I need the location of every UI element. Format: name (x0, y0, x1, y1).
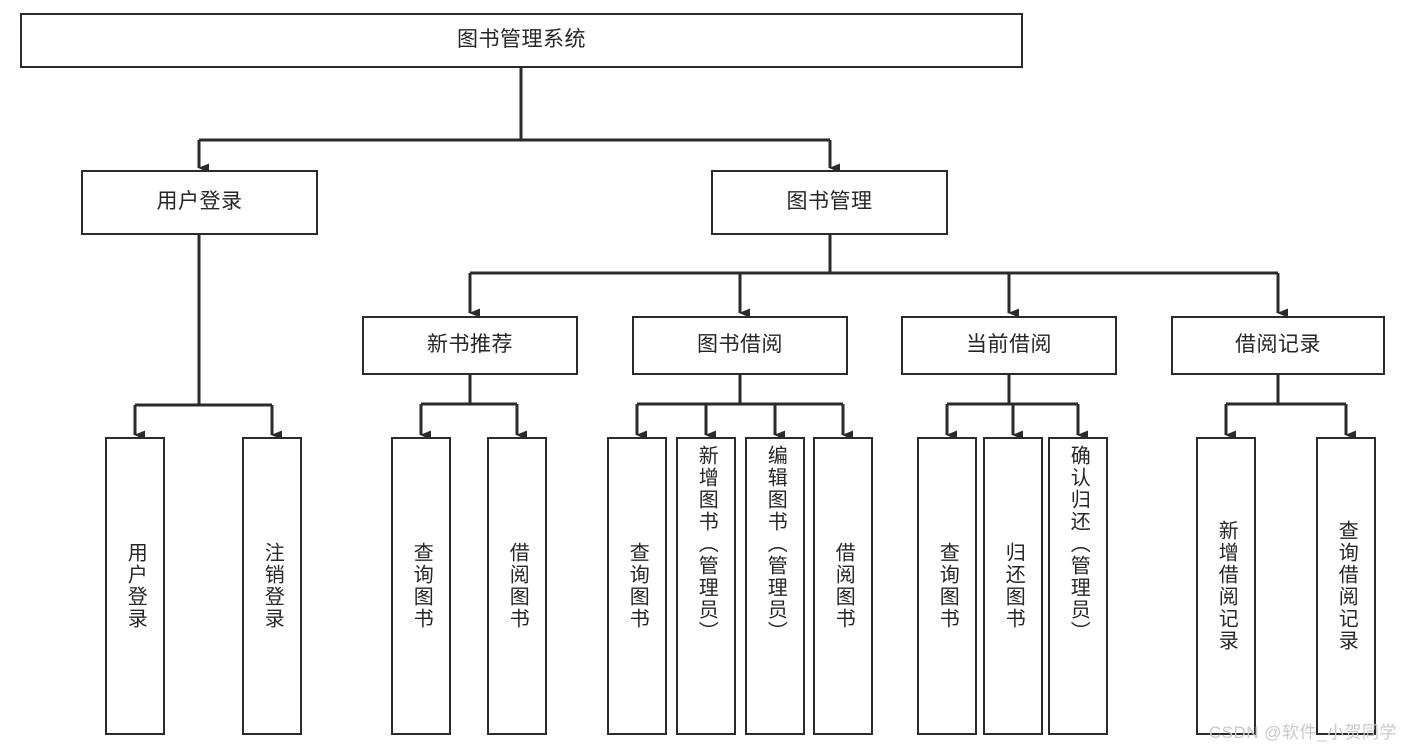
node-book-borrow[interactable]: 图书借阅 (632, 316, 848, 375)
node-book-borrow-label: 图书借阅 (697, 333, 783, 357)
node-root-label: 图书管理系统 (457, 28, 586, 52)
leaf-confirm-return-label: 确认归还（管理员） (1067, 445, 1090, 643)
node-book-manage[interactable]: 图书管理 (711, 170, 948, 235)
leaf-borrow-book-2[interactable]: 借阅图书 (813, 437, 873, 735)
leaf-return-book-label: 归还图书 (1002, 542, 1025, 630)
leaf-query-book-1[interactable]: 查询图书 (391, 437, 451, 735)
leaf-borrow-book-1[interactable]: 借阅图书 (487, 437, 547, 735)
leaf-query-borrow-record-label: 查询借阅记录 (1335, 520, 1358, 652)
node-current-borrow[interactable]: 当前借阅 (901, 316, 1117, 375)
leaf-add-book-label: 新增图书（管理员） (695, 445, 718, 643)
node-user-login[interactable]: 用户登录 (81, 170, 318, 235)
leaf-add-borrow-record-label: 新增借阅记录 (1215, 520, 1238, 652)
node-borrow-record[interactable]: 借阅记录 (1171, 316, 1385, 375)
leaf-edit-book-label: 编辑图书（管理员） (764, 445, 787, 643)
node-new-book-recommend[interactable]: 新书推荐 (362, 316, 578, 375)
leaf-borrow-book-2-label: 借阅图书 (832, 542, 855, 630)
node-borrow-record-label: 借阅记录 (1235, 333, 1321, 357)
leaf-query-book-2-label: 查询图书 (626, 542, 649, 630)
leaf-confirm-return[interactable]: 确认归还（管理员） (1048, 437, 1108, 735)
leaf-add-borrow-record[interactable]: 新增借阅记录 (1196, 437, 1256, 735)
node-root[interactable]: 图书管理系统 (20, 13, 1023, 68)
leaf-user-login-label: 用户登录 (124, 542, 147, 630)
leaf-query-borrow-record[interactable]: 查询借阅记录 (1316, 437, 1376, 735)
node-book-manage-label: 图书管理 (786, 190, 873, 214)
leaf-return-book[interactable]: 归还图书 (983, 437, 1043, 735)
leaf-logout[interactable]: 注销登录 (242, 437, 302, 735)
node-current-borrow-label: 当前借阅 (966, 333, 1052, 357)
leaf-borrow-book-1-label: 借阅图书 (506, 542, 529, 630)
leaf-query-book-3[interactable]: 查询图书 (917, 437, 977, 735)
leaf-query-book-3-label: 查询图书 (936, 542, 959, 630)
leaf-user-login[interactable]: 用户登录 (105, 437, 165, 735)
leaf-query-book-2[interactable]: 查询图书 (607, 437, 667, 735)
leaf-query-book-1-label: 查询图书 (410, 542, 433, 630)
node-user-login-label: 用户登录 (156, 190, 243, 214)
leaf-logout-label: 注销登录 (261, 542, 284, 630)
leaf-add-book[interactable]: 新增图书（管理员） (676, 437, 736, 735)
leaf-edit-book[interactable]: 编辑图书（管理员） (745, 437, 805, 735)
node-new-book-recommend-label: 新书推荐 (427, 333, 513, 357)
